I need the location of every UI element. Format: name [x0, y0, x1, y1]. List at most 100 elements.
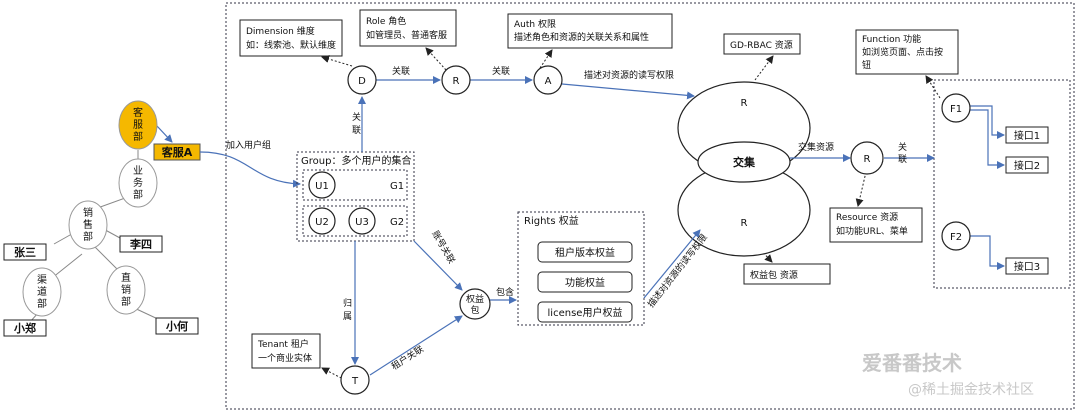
- edge-link-vertical-1: 关: [352, 111, 361, 123]
- edge-link-vertical-2: 联: [352, 125, 361, 136]
- dimension-title: Dimension 维度: [246, 25, 315, 37]
- resource-node-label: R: [864, 154, 871, 165]
- group-g1: G1: [390, 181, 404, 192]
- interface-2-box: [1005, 156, 1049, 174]
- root-dept-line2: 服: [133, 119, 143, 131]
- edge-link-RA: 关联: [492, 65, 510, 77]
- edge-link-DR: 关联: [392, 65, 410, 77]
- intersect-oval: [697, 141, 791, 183]
- rights-item-1: 租户版本权益: [555, 246, 615, 259]
- group-box: Group：多个用户的集合 U1 G1 U2 U3 G2: [296, 151, 415, 242]
- channel-line3: 部: [37, 297, 47, 310]
- person-xiaozheng: 小郑: [13, 321, 36, 335]
- resource-title: Resource 资源: [836, 212, 898, 223]
- resource-node: [850, 141, 884, 175]
- function-f1-label: F1: [950, 104, 962, 115]
- role-node-label: R: [453, 76, 460, 87]
- equity-pkg-note: [743, 263, 831, 285]
- user-u2: U2: [315, 217, 329, 228]
- user-u3-node: [348, 207, 376, 235]
- channel-dept-node: [22, 267, 62, 317]
- person-zhangsan: 张三: [14, 245, 36, 259]
- equity-pkg-label: 权益包 资源: [750, 269, 798, 281]
- intersection: R 交集 R: [677, 81, 811, 257]
- rights-item-2: 功能权益: [565, 276, 605, 289]
- interface-1-box: [1005, 126, 1049, 144]
- edge-belong-1: 归: [343, 297, 352, 309]
- sales-line2: 售: [83, 218, 93, 231]
- watermark: 爱番番技术 @稀土掘金技术社区: [862, 351, 1034, 398]
- auth-node: [533, 65, 563, 95]
- edge-link-RF-2: 联: [898, 154, 907, 165]
- role-note: [359, 9, 457, 47]
- resource-note: [829, 207, 923, 243]
- role-title: Role 角色: [366, 15, 406, 27]
- business-line1: 业: [133, 165, 143, 177]
- rights-title: Rights 权益: [524, 214, 579, 227]
- function-f2-node: [941, 221, 971, 251]
- business-line3: 部: [133, 188, 143, 201]
- edge-link-RF-1: 关: [898, 141, 907, 153]
- tenant-node: [340, 365, 370, 395]
- rbac-resource-R: R: [741, 98, 748, 109]
- group-g2: G2: [390, 217, 404, 228]
- person-xiaohe: 小何: [165, 319, 188, 333]
- dimension-desc: 如：线索池、默认维度: [246, 39, 336, 51]
- direct-line3: 部: [121, 295, 131, 308]
- gd-rbac-label: GD-RBAC 资源: [730, 40, 793, 51]
- edge-rw-bottom: 描述对资源的读写权限: [645, 232, 710, 310]
- function-box: 接口1 接口2 接口3: [933, 79, 1071, 289]
- person-box-lisi: [119, 235, 163, 253]
- intersect-label: 交集: [733, 155, 756, 169]
- rights-item-3: license用户权益: [548, 306, 623, 319]
- direct-line2: 销: [121, 283, 131, 296]
- interface-2: 接口2: [1014, 159, 1040, 172]
- tenant-desc: 一个商业实体: [258, 352, 312, 364]
- edge-intersect-res: 交集资源: [798, 141, 834, 153]
- person-box-xiaohe: [155, 317, 199, 335]
- role-node: [441, 65, 471, 95]
- direct-dept-node: [106, 265, 146, 315]
- auth-title: Auth 权限: [514, 18, 556, 30]
- rights-item-2-box: [537, 271, 633, 293]
- interface-3: 接口3: [1014, 260, 1040, 273]
- root-dept-line1: 客: [133, 106, 143, 119]
- sales-dept-node: [68, 200, 108, 250]
- rights-box: Rights 权益 租户版本权益 功能权益 license用户权益: [517, 211, 645, 326]
- edge-account-link: 账号关联: [429, 229, 457, 266]
- group-g2-frame: [302, 205, 408, 237]
- edge-belong-2: 属: [343, 311, 352, 322]
- dimension-node-label: D: [358, 76, 366, 87]
- user-u3: U3: [355, 217, 369, 228]
- nodes: D R A R F1 F2 权益 包 T: [340, 65, 971, 395]
- org-tree: 客 服 部 客服A 业 务 部 销 售 部 张三 李四 渠 道 部 直 销 部 …: [3, 100, 301, 337]
- function-note: [855, 29, 959, 75]
- join-group-label: 加入用户组: [226, 139, 271, 151]
- direct-line1: 直: [121, 271, 131, 284]
- interface-1: 接口1: [1014, 129, 1040, 142]
- root-dept-node: [118, 100, 158, 150]
- business-dept-node: [118, 158, 158, 208]
- equity-pkg-line1: 权益: [466, 293, 484, 305]
- edge-tenant-link: 租户关联: [389, 343, 426, 373]
- tenant-node-label: T: [351, 376, 359, 387]
- user-u1-node: [308, 171, 336, 199]
- tenant-note: [251, 333, 321, 369]
- edge-contains: 包含: [496, 286, 514, 298]
- edge-rw-top: 描述对资源的读写权限: [584, 69, 674, 81]
- highlight-user-label: 客服A: [161, 145, 193, 159]
- function-desc1: 如浏览页面、点击按: [862, 46, 943, 58]
- resource-desc: 如功能URL、菜单: [836, 225, 908, 237]
- main-frame: [225, 2, 1075, 410]
- channel-line2: 道: [37, 285, 47, 298]
- watermark-line2: @稀土掘金技术社区: [908, 382, 1034, 398]
- person-box-zhangsan: [3, 243, 47, 261]
- user-u2-node: [308, 207, 336, 235]
- tenant-title: Tenant 租户: [257, 338, 309, 350]
- sales-line3: 部: [83, 230, 93, 243]
- root-dept-line3: 部: [133, 130, 143, 143]
- role-desc: 如管理员、普通客服: [366, 29, 447, 41]
- function-f2-label: F2: [950, 232, 962, 243]
- auth-desc: 描述角色和资源的关联关系和属性: [514, 31, 649, 43]
